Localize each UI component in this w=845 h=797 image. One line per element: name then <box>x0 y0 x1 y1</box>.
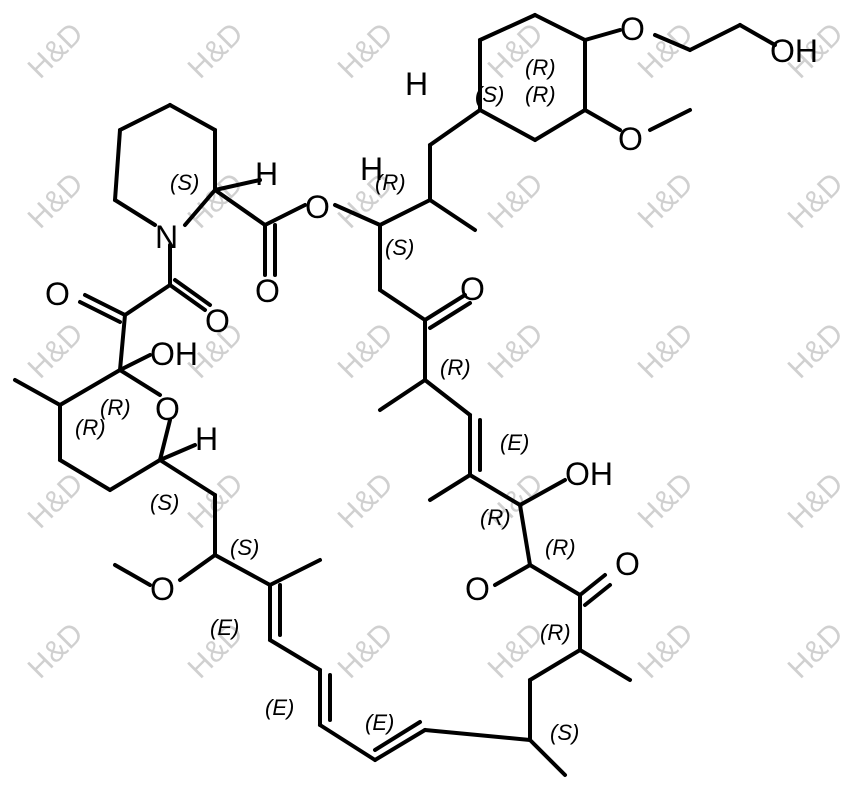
methoxy-oxygen-right: O <box>465 571 490 607</box>
dione-chain <box>13 278 217 497</box>
stereo-label: (R) <box>440 355 471 380</box>
stereo-label: (S) <box>385 235 414 260</box>
hydroxyl-mid: OH <box>565 456 613 492</box>
stereo-label: (R) <box>525 82 556 107</box>
stereo-label: (S) <box>150 490 179 515</box>
methoxy-oxygen-top: O <box>618 121 643 157</box>
dione-oxygen-right: O <box>205 303 230 339</box>
stereo-label: (S) <box>230 535 259 560</box>
stereo-label: (S) <box>170 170 199 195</box>
hemiketal-hydroxyl: OH <box>150 336 198 372</box>
carbonyl-oxygen-ester: O <box>255 273 280 309</box>
atom-labels: OH H O O H N O O H O O O OH O H OH O O O <box>45 11 818 607</box>
stereo-label: (S) <box>550 720 579 745</box>
stereo-label: (E) <box>500 430 529 455</box>
ketone-oxygen-lower: O <box>615 546 640 582</box>
pyran-oxygen: O <box>155 391 180 427</box>
stereo-label: (R) <box>100 395 131 420</box>
piperidine-ring <box>113 103 382 287</box>
hydrogen-ester: H <box>360 151 383 187</box>
stereo-label: (R) <box>540 620 571 645</box>
hydrogen-top: H <box>405 66 428 102</box>
ester-oxygen: O <box>305 189 330 225</box>
hydrogen-pyran: H <box>195 421 218 457</box>
stereo-label: (R) <box>375 170 406 195</box>
methoxy-oxygen-left: O <box>150 571 175 607</box>
dione-oxygen-left: O <box>45 276 70 312</box>
piperidine-nitrogen: N <box>155 219 178 255</box>
stereo-label: (R) <box>525 55 556 80</box>
hydrogen-piperidine: H <box>255 156 278 192</box>
macrocycle-right <box>378 223 612 607</box>
stereo-label: (E) <box>365 710 394 735</box>
ketone-oxygen-upper: O <box>460 271 485 307</box>
stereo-label: (E) <box>210 615 239 640</box>
stereo-labels: (R) (S) (R) (S) (R) (S) (R) (R) (R) (E) … <box>75 55 579 745</box>
ether-oxygen: O <box>620 11 645 47</box>
cyclohexane-ring <box>378 13 777 232</box>
stereo-label: (R) <box>545 535 576 560</box>
stereo-label: (R) <box>75 415 106 440</box>
stereo-label: (S) <box>475 82 504 107</box>
triene-chain <box>113 493 632 777</box>
stereo-label: (R) <box>480 505 511 530</box>
stereo-label: (E) <box>265 695 294 720</box>
hydroxyl-top: OH <box>770 33 818 69</box>
